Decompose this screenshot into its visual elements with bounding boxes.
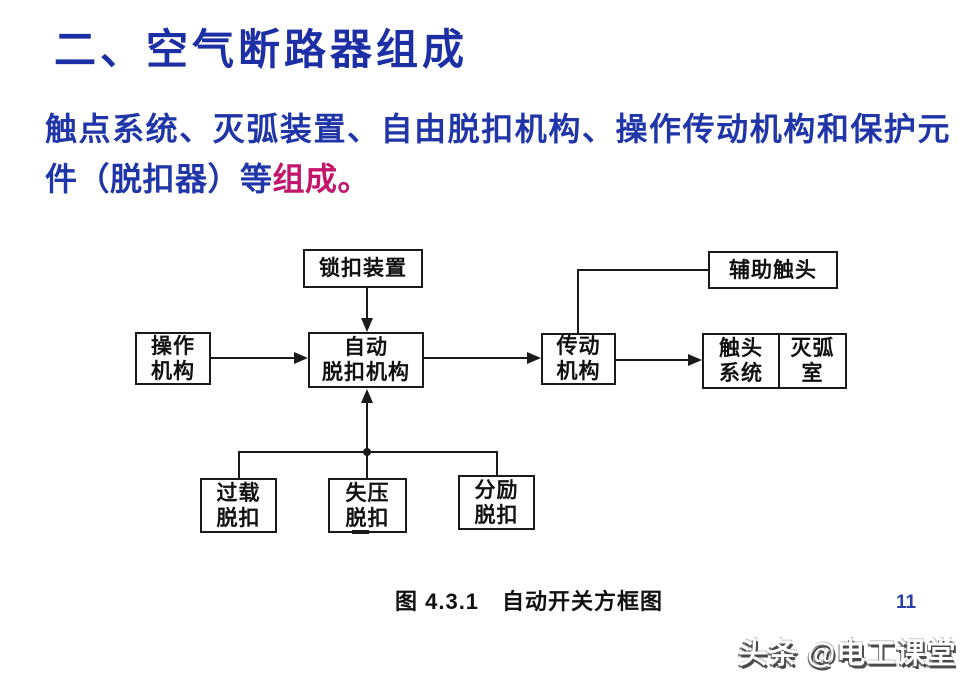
page-number: 11 <box>896 592 917 613</box>
connector-autotrip-to-transmission <box>424 357 528 359</box>
watermark: 头条 @电工课堂 <box>738 638 957 670</box>
auto-trip-mechanism-box: 自动 脱扣机构 <box>308 332 424 388</box>
connector-to-auxcontact <box>577 269 708 271</box>
shunt-trip-box: 分励 脱扣 <box>458 475 535 530</box>
transmission-mechanism-box: 传动 机构 <box>541 333 616 385</box>
transmission-label-line1: 传动 <box>556 335 601 358</box>
shunt-label-line1: 分励 <box>474 478 519 502</box>
arc-chamber-box: 灭弧 室 <box>778 333 847 389</box>
shunt-label-line2: 脱扣 <box>474 503 519 527</box>
connector-lock-to-autotrip <box>366 288 368 320</box>
aux-contact-label: 辅助触头 <box>729 258 817 282</box>
lock-device-box: 锁扣装置 <box>303 249 423 288</box>
undervoltage-label-line2: 脱扣 <box>345 506 390 530</box>
arrowhead-down <box>361 318 373 332</box>
contact-system-label-line2: 系统 <box>719 362 763 385</box>
transmission-label-line2: 机构 <box>556 360 601 383</box>
contact-system-box: 触头 系统 <box>702 333 780 389</box>
intro-paragraph: 触点系统、灭弧装置、自由脱扣机构、操作传动机构和保护元件（脱扣器）等组成。 <box>45 104 950 204</box>
operating-label-line2: 机构 <box>151 359 195 383</box>
undervoltage-trip-box: 失压 脱扣 <box>328 478 407 533</box>
junction-dot <box>363 448 371 456</box>
connector-transmission-to-contactsystem <box>616 359 690 361</box>
connector-operating-to-autotrip <box>211 357 295 359</box>
overload-label-line2: 脱扣 <box>216 506 261 530</box>
aux-contact-box: 辅助触头 <box>708 251 838 289</box>
undervoltage-label-line1: 失压 <box>345 481 390 505</box>
contact-system-label-line1: 触头 <box>719 337 763 360</box>
connector-bus-to-shunt <box>496 451 498 475</box>
operating-mechanism-box: 操作 机构 <box>135 332 211 385</box>
connector-bus-to-overload <box>238 451 240 478</box>
intro-main-text: 触点系统、灭弧装置、自由脱扣机构、操作传动机构和保护元件（脱扣器）等 <box>45 111 950 197</box>
arrowhead-right <box>527 352 541 364</box>
figure-caption: 图 4.3.1 自动开关方框图 <box>395 589 664 614</box>
page-title: 二、空气断路器组成 <box>54 28 469 74</box>
overload-label-line1: 过载 <box>216 481 261 505</box>
connector-transmission-up <box>577 269 579 333</box>
intro-highlight-text: 组成。 <box>272 161 371 197</box>
overload-trip-box: 过载 脱扣 <box>200 478 277 533</box>
operating-label-line1: 操作 <box>151 334 195 358</box>
artifact-mark <box>352 530 369 534</box>
arrowhead-right <box>294 352 308 364</box>
arrowhead-up <box>361 389 373 403</box>
arc-chamber-label-line2: 室 <box>801 362 824 385</box>
arc-chamber-label-line1: 灭弧 <box>790 337 835 360</box>
lock-device-label: 锁扣装置 <box>319 257 407 280</box>
block-diagram: 锁扣装置 操作 机构 自动 脱扣机构 传动 机构 辅助触头 触头 系统 灭弧 室… <box>0 230 960 560</box>
connector-trips-to-autotrip <box>366 401 368 478</box>
auto-trip-label-line2: 脱扣机构 <box>322 361 410 384</box>
auto-trip-label-line1: 自动 <box>344 336 388 359</box>
arrowhead-right <box>688 354 702 366</box>
